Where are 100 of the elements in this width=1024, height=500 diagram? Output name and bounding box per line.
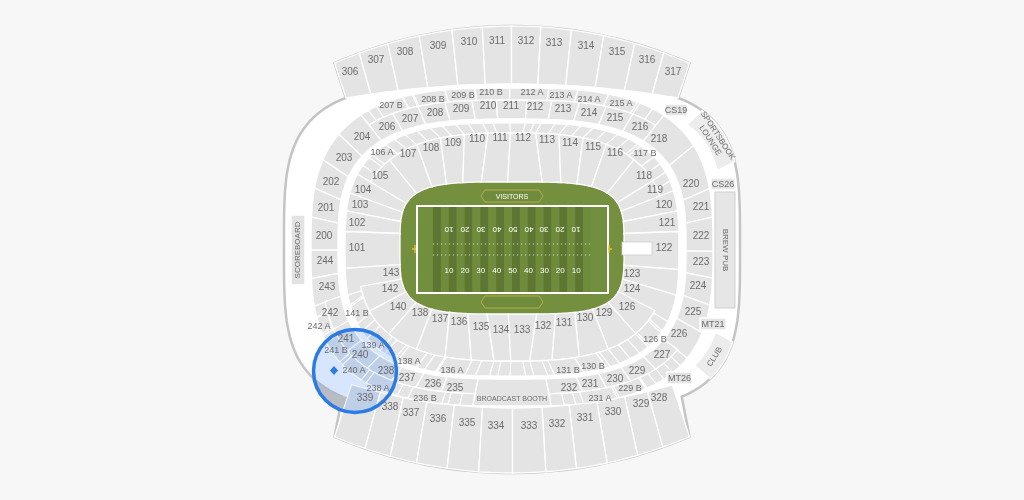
section-label: 240	[351, 350, 369, 360]
section-label: 222	[692, 231, 710, 241]
section-label: 335	[458, 418, 476, 428]
section-label: 208	[426, 108, 444, 118]
section-label: 220	[682, 179, 700, 189]
section-label: 241	[337, 334, 355, 344]
seating-section	[623, 42, 665, 96]
section-label: 142	[381, 284, 399, 294]
section-label: 209 B	[451, 90, 475, 100]
section-label: 138 A	[397, 356, 421, 366]
section-label: 309	[429, 41, 447, 51]
section-label: 226	[670, 329, 688, 339]
section-label: 215	[606, 113, 624, 123]
section-label: 338	[381, 402, 399, 412]
section-label: 210	[479, 101, 497, 111]
section-label: 207 B	[379, 100, 403, 110]
section-label: 311	[489, 36, 505, 46]
section-label: 214 A	[577, 94, 601, 104]
section-label: 221	[692, 202, 710, 212]
section-label: 229 B	[618, 383, 642, 393]
seating-section	[564, 29, 605, 89]
section-label: 310	[460, 37, 478, 47]
seating-section	[418, 29, 459, 89]
section-label: MT21	[701, 319, 725, 329]
section-label: 204	[353, 132, 371, 142]
section-label: 330	[604, 407, 622, 417]
section-label: 115	[585, 142, 601, 152]
section-label: 237	[398, 373, 416, 383]
seating-section	[684, 216, 714, 253]
section-label: 143	[382, 268, 400, 278]
section-label: 212 A	[520, 87, 544, 97]
section-label: 332	[548, 419, 566, 429]
section-label: 238 A	[366, 383, 390, 393]
seating-section	[536, 25, 573, 87]
section-label: 231	[581, 379, 599, 389]
section-label: 200	[315, 231, 333, 241]
seating-section	[473, 85, 511, 102]
scoreboard-label: SCOREBOARD	[294, 221, 302, 279]
section-label: 211	[503, 101, 519, 111]
section-label: 126 B	[643, 334, 667, 344]
seating-section	[481, 25, 513, 86]
section-label: 114	[562, 138, 578, 148]
section-label: 225	[684, 307, 702, 317]
section-label: 119	[647, 185, 663, 195]
seating-section	[508, 85, 551, 102]
pub-area	[714, 191, 736, 309]
seating-section	[578, 385, 619, 405]
section-label: 106 A	[370, 147, 394, 157]
section-label: 337	[402, 408, 420, 418]
section-label: 202	[322, 177, 340, 187]
section-label: 139 A	[361, 340, 385, 350]
section-label: 235	[446, 383, 464, 393]
section-label: 306	[341, 67, 359, 77]
section-label: 216	[631, 122, 649, 132]
section-label: 242	[321, 308, 339, 318]
section-label: 214	[580, 108, 598, 118]
section-label: 308	[396, 47, 414, 57]
section-label: 134	[492, 325, 510, 335]
section-label: 210 B	[479, 87, 503, 97]
section-label: 312	[517, 36, 535, 46]
section-label: 315	[608, 47, 626, 57]
section-label: 136 A	[440, 365, 464, 375]
seating-section	[594, 34, 636, 92]
section-label: 124	[623, 284, 641, 294]
section-label: 333	[520, 421, 538, 431]
section-label: 122	[655, 243, 673, 253]
section-label: 111	[492, 133, 508, 143]
section-label: CS19	[664, 105, 688, 115]
club-band	[693, 331, 734, 380]
section-label: 105	[371, 171, 389, 181]
section-label: 213 A	[549, 90, 573, 100]
section-label: 232	[560, 383, 578, 393]
section-label: 215 A	[609, 98, 633, 108]
section-label: 208 B	[421, 94, 445, 104]
section-label: 136	[450, 317, 468, 327]
section-label: 236 B	[413, 393, 437, 403]
section-label: 313	[545, 38, 563, 48]
section-label: 130 B	[581, 361, 605, 371]
section-label: 328	[650, 393, 668, 403]
section-label: 243	[318, 282, 336, 292]
section-label: 104	[354, 185, 372, 195]
section-label: 112	[515, 133, 531, 143]
section-label: 339	[356, 393, 374, 403]
section-label: 108	[422, 143, 440, 153]
section-label: 132	[534, 321, 552, 331]
section-label: 212	[526, 102, 544, 112]
section-label: 107	[399, 149, 417, 159]
section-label: 230	[606, 374, 624, 384]
section-label: 236	[424, 379, 442, 389]
section-label: 118	[636, 171, 652, 181]
seating-section	[386, 34, 429, 92]
section-label: 206	[378, 122, 396, 132]
section-label: 121	[658, 218, 676, 228]
section-label: 307	[367, 55, 385, 65]
section-label: 329	[632, 399, 650, 409]
section-label: 331	[576, 413, 594, 423]
section-label: 117 B	[633, 148, 657, 158]
section-label: 102	[348, 218, 366, 228]
section-label: 240 A	[342, 365, 366, 375]
seating-section	[435, 356, 474, 377]
